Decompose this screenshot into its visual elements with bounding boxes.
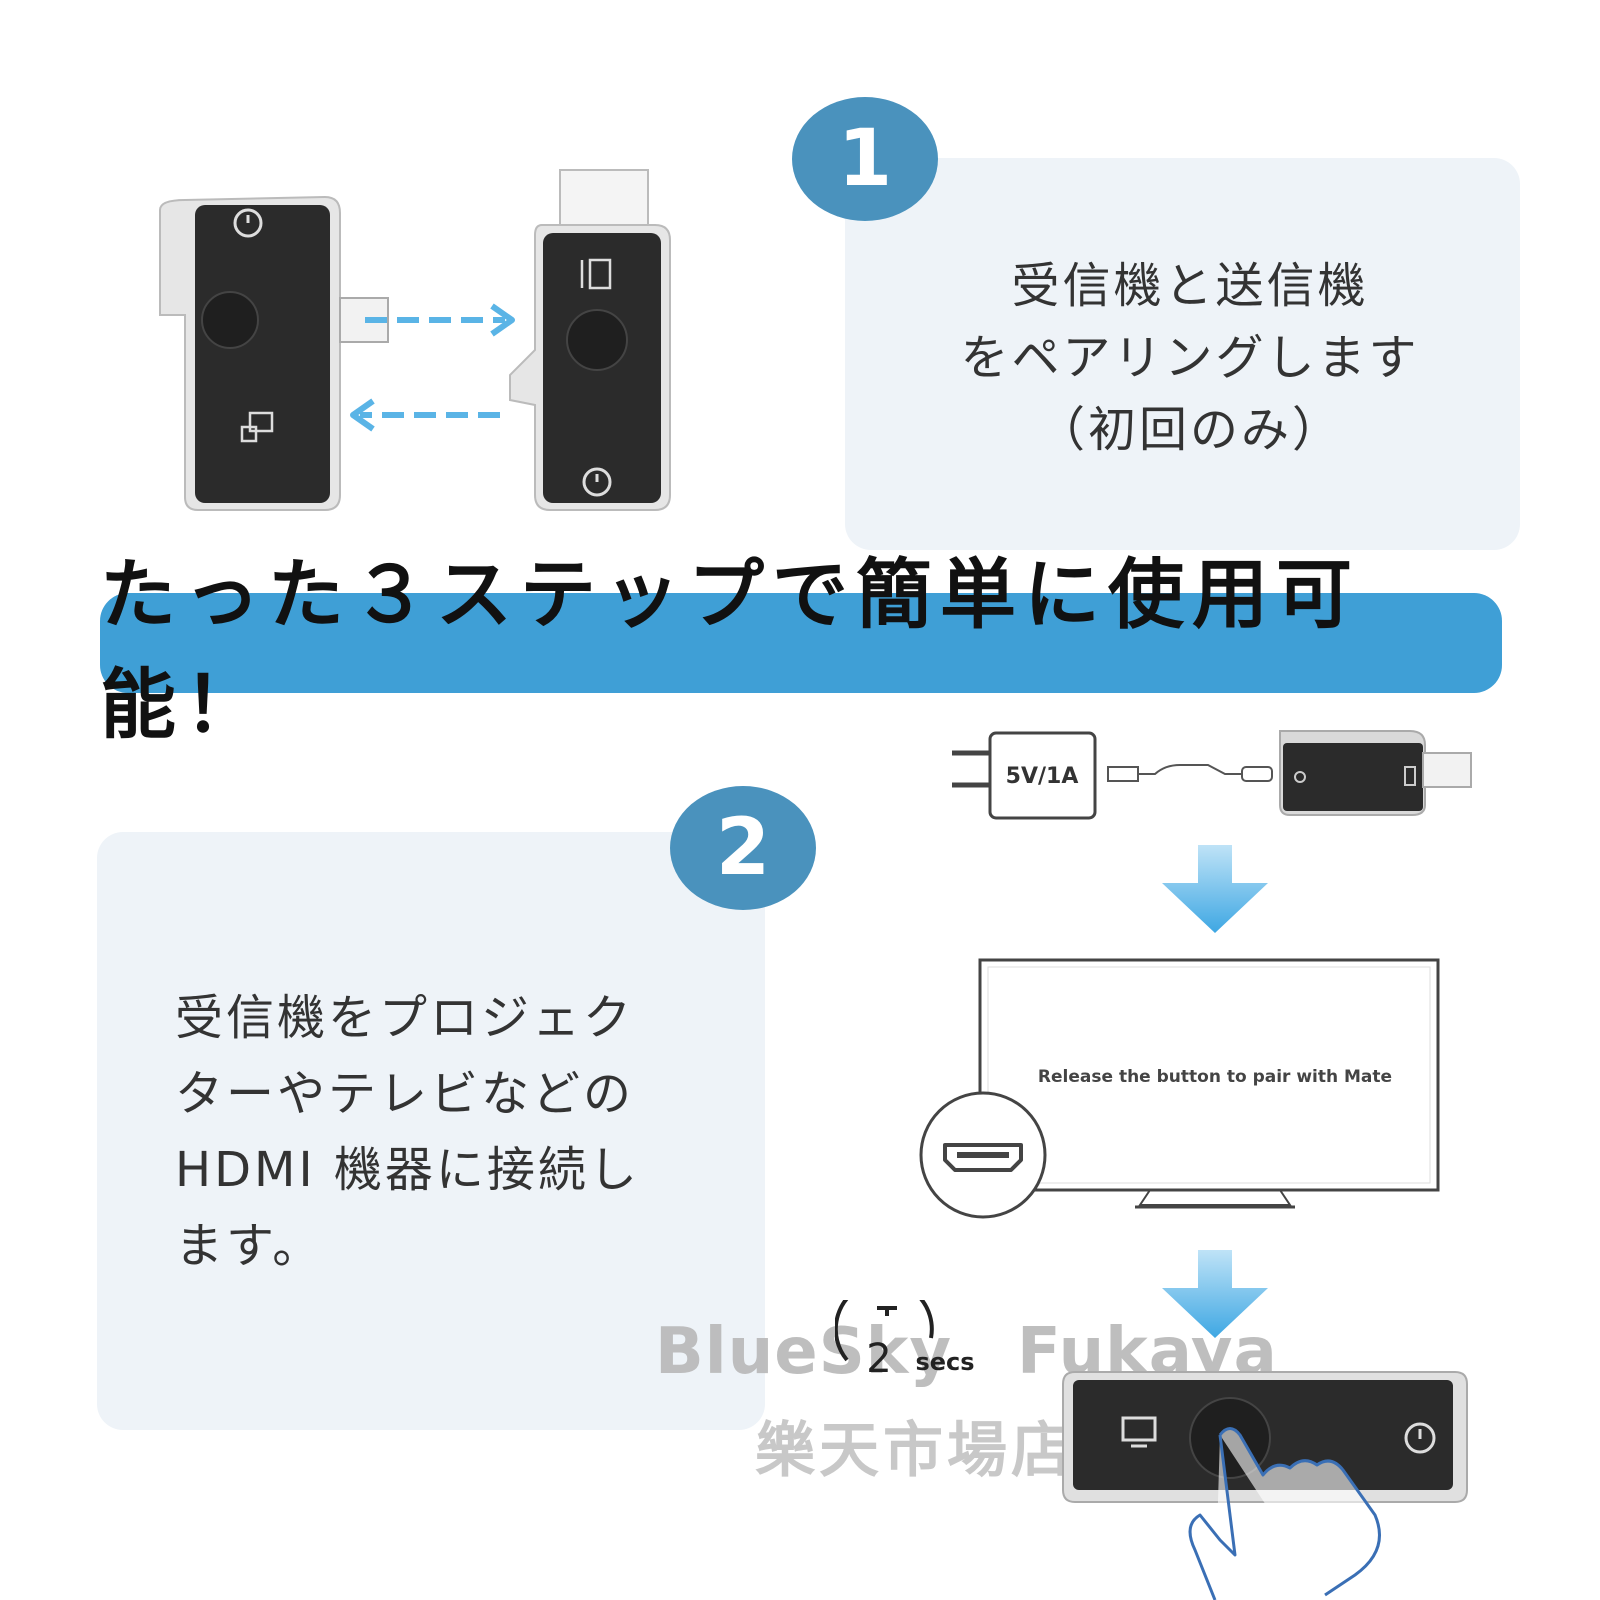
adapter-label: 5V/1A [1006,764,1079,789]
power-icon [1404,1422,1436,1454]
headline-banner: たった３ステップで簡単に使用可能！ [100,550,1502,749]
pair-arrows [350,303,515,432]
step2-line: 受信機をプロジェク [175,990,635,1046]
screen-icon [1121,1416,1157,1448]
hand-pointer-icon [1188,1427,1381,1600]
step1-line: 受信機と送信機 [1011,258,1369,314]
receiver-button [201,291,259,349]
power-connection-illustration: 5V/1A [952,730,1472,820]
step1-devices-illustration [159,169,671,511]
tv-screen-message: Release the button to pair with Mate [1038,1067,1392,1087]
receiver-device-small [1279,730,1472,816]
power-adapter: 5V/1A [952,731,1097,820]
hdmi-device-icon [580,258,612,290]
step2-number-badge: 2 [670,786,816,910]
step1-line: をペアリングします [960,330,1420,386]
step2-line: ターやテレビなどの [175,1066,635,1122]
step2-line: ます。 [175,1218,324,1274]
step2-panel [97,832,765,1430]
receiver-device [159,195,389,511]
timer-unit: secs [915,1348,974,1376]
hdmi-port-icon [919,1091,1047,1219]
step1-panel [845,158,1520,550]
power-icon [233,208,263,238]
usb-cable [1107,764,1273,782]
step2-line: HDMI 機器に接続し [175,1142,640,1198]
timer-icon: 2 secs [835,1300,975,1382]
down-arrow-icon [1162,1250,1268,1338]
receiver-device-large [1062,1371,1468,1503]
watermark-shop: 樂天市場店 [755,1416,1075,1486]
step1-number-badge: 1 [792,97,938,221]
timer-value: 2 [866,1336,891,1382]
step1-line: （初回のみ） [1036,402,1343,458]
transmitter-button [566,309,628,371]
press-button-illustration: 2 secs [835,1300,1468,1600]
transmitter-device [509,169,671,511]
tv-illustration: Release the button to pair with Mate [919,958,1440,1219]
step1-description: 受信機と送信機 をペアリングします （初回のみ） [870,250,1510,466]
power-icon [582,467,612,497]
down-arrow-icon [1162,845,1268,933]
step2-description: 受信機をプロジェク ターやテレビなどの HDMI 機器に接続し ます。 [175,980,735,1284]
screen-icon [240,411,274,443]
